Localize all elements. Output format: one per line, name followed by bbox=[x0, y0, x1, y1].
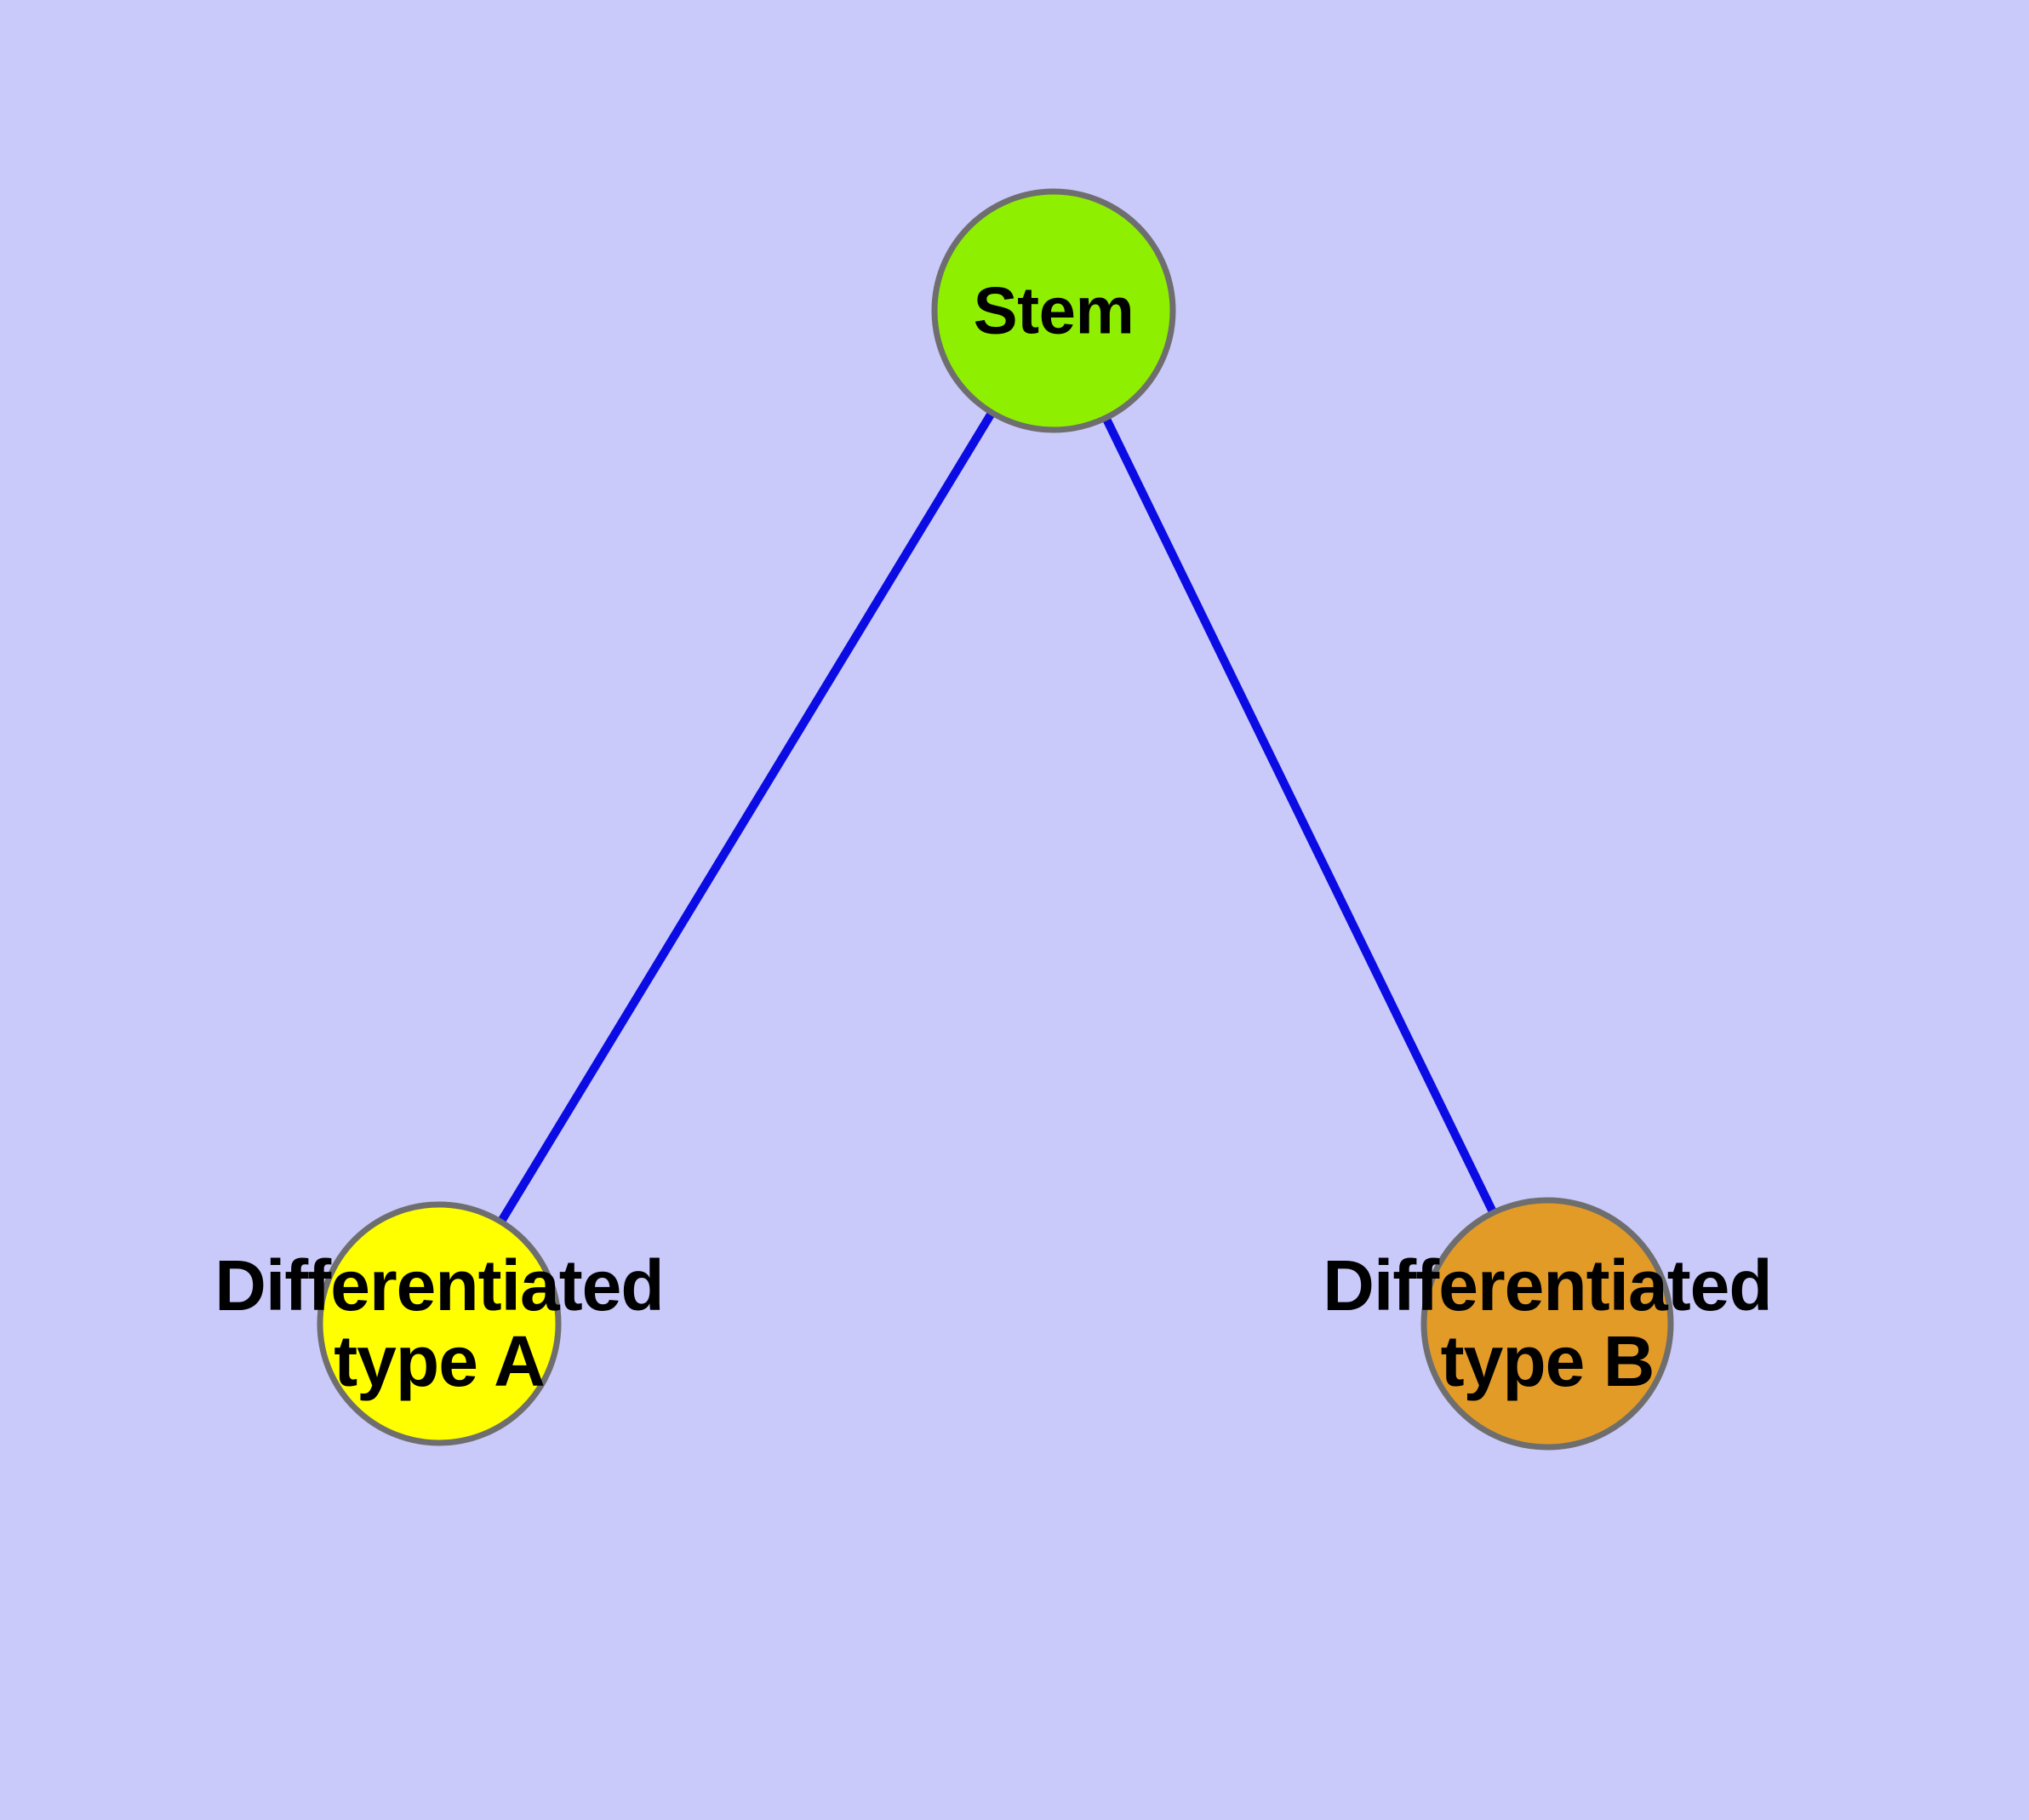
edge-layer bbox=[435, 308, 1552, 1326]
node-differentiated-type-a[interactable] bbox=[317, 1201, 562, 1446]
node-differentiated-type-b[interactable] bbox=[1420, 1197, 1674, 1451]
edge-stem-to-differentiated-type-b bbox=[1049, 308, 1552, 1326]
node-layer bbox=[317, 188, 1674, 1451]
edge-stem-to-differentiated-type-a bbox=[435, 308, 1058, 1326]
node-stem[interactable] bbox=[931, 188, 1176, 433]
